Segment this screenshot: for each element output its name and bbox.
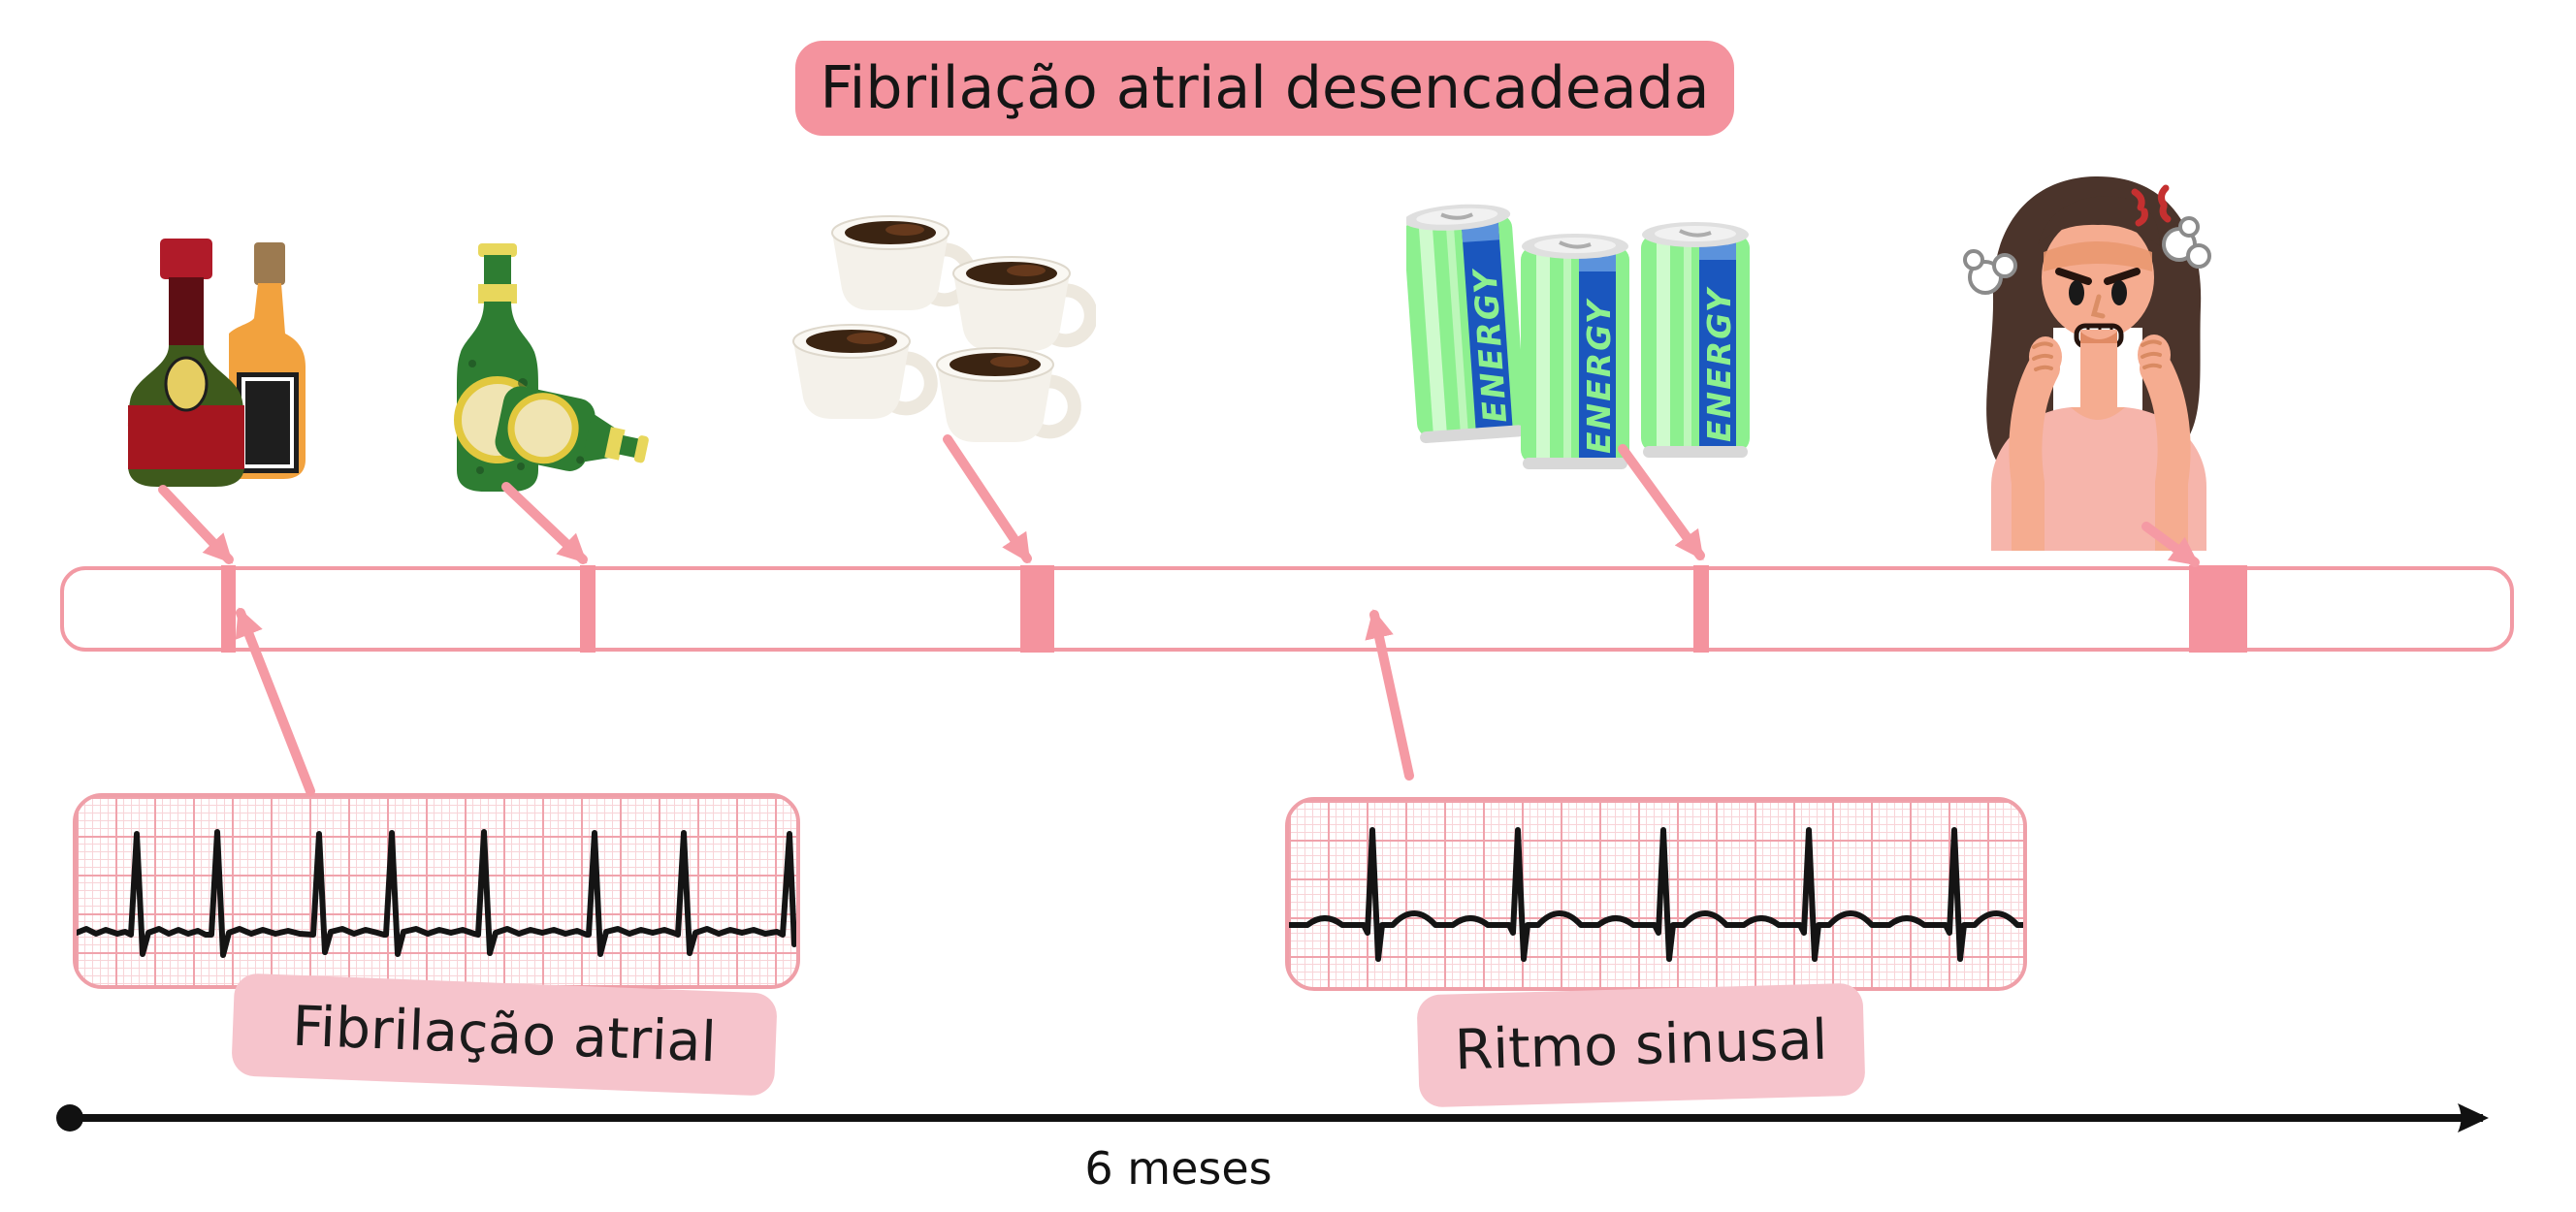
- timeline-tick-alcohol: [221, 565, 236, 653]
- beer-bottle-lying: [495, 386, 649, 471]
- energy-can-text: ENERGY: [1580, 298, 1618, 454]
- energy-can: ENERGY: [1521, 234, 1629, 469]
- ecg-sinus-panel: [1285, 797, 2027, 991]
- energy-can: ENERGY: [1406, 204, 1526, 444]
- title-badge: Fibrilação atrial desencadeada: [795, 41, 1734, 136]
- right-arm: [2140, 352, 2191, 551]
- time-axis-label: 6 meses: [1084, 1142, 1272, 1195]
- alcohol-bottles-icon: [128, 239, 306, 487]
- coffee-cup: [792, 324, 938, 419]
- timeline-tick-coffee: [1020, 565, 1054, 653]
- axis-start-dot: [56, 1104, 83, 1132]
- trigger-arrow-coffee: [943, 434, 1032, 563]
- left-arm: [2009, 352, 2060, 551]
- bangs: [2038, 196, 2160, 246]
- timeline-tick-beer: [580, 565, 596, 653]
- energy-can-text: ENERGY: [1700, 286, 1738, 442]
- page-title: Fibrilação atrial desencadeada: [820, 54, 1710, 122]
- coffee-cups-icon: [792, 215, 1096, 442]
- face: [2042, 215, 2154, 339]
- shirt: [1991, 407, 2206, 551]
- energy-can: ENERGY: [1641, 222, 1750, 458]
- trigger-arrow-alcohol: [158, 485, 234, 564]
- angry-woman-icon: [1963, 176, 2211, 551]
- liquor-bottle-orange: [229, 242, 306, 479]
- sinus-trace: [1289, 827, 2023, 962]
- ecg-afib-panel: [73, 793, 800, 989]
- coffee-cup: [952, 256, 1096, 351]
- timeline-tick-energy: [1693, 565, 1709, 653]
- steam-puff: [2162, 216, 2211, 269]
- sinus-label: Ritmo sinusal: [1453, 1007, 1829, 1083]
- afib-trace: [77, 829, 796, 958]
- timeline-bar: [60, 566, 2514, 652]
- eye: [2069, 280, 2084, 305]
- afib-label-badge: Fibrilação atrial: [231, 973, 778, 1097]
- afib-label: Fibrilação atrial: [291, 994, 718, 1075]
- time-axis-arrow: [56, 1103, 2489, 1132]
- liquor-bottle-red: [128, 239, 244, 487]
- beer-bottles-icon: [454, 243, 649, 492]
- timeline-tick-stress: [2189, 565, 2247, 653]
- coffee-cup: [936, 347, 1081, 442]
- coffee-cup: [831, 215, 977, 310]
- anger-mark-icon: [2131, 184, 2172, 227]
- eye: [2111, 280, 2127, 305]
- sinus-label-badge: Ritmo sinusal: [1416, 982, 1866, 1108]
- steam-puff: [1963, 249, 2017, 295]
- energy-drinks-icon: ENERGY ENERGY ENERGY: [1406, 204, 1750, 469]
